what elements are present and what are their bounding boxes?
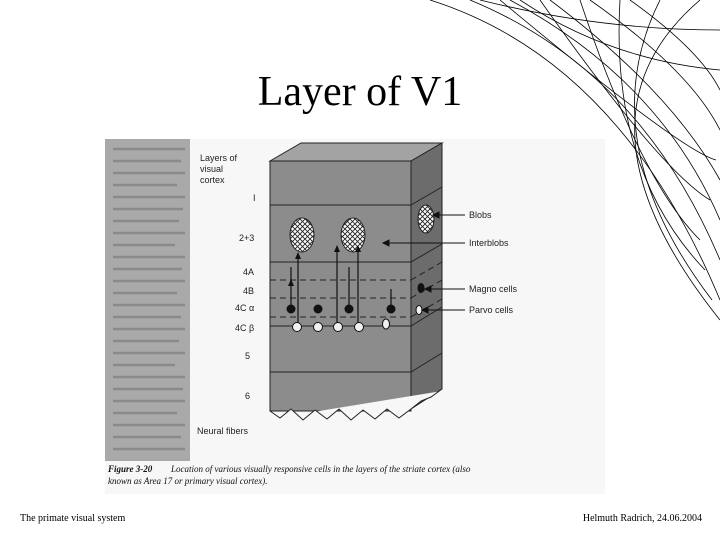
caption-line2: known as Area 17 or primary visual corte… [108, 476, 267, 486]
layers-header-line1: Layers of [200, 153, 238, 163]
footer-course-title: The primate visual system [20, 513, 125, 524]
blob-side [418, 205, 434, 233]
layer-label-4a: 4A [243, 267, 254, 277]
layer-label-23: 2+3 [239, 233, 254, 243]
layer-label-6: 6 [245, 391, 250, 401]
layers-header-line2: visual [200, 164, 223, 174]
callout-blobs: Blobs [469, 210, 492, 220]
slide-title: Layer of V1 [0, 68, 720, 116]
layer-label-4c-beta: 4C β [235, 323, 254, 333]
layers-header-line3: cortex [200, 175, 225, 185]
caption-line1: Location of various visually responsive … [170, 464, 471, 474]
v1-layers-figure: Layers of visual cortex I 2+3 4A 4B 4C α… [105, 139, 605, 494]
blob-2 [341, 218, 365, 252]
blob-1 [290, 218, 314, 252]
layer-label-1: I [253, 193, 256, 203]
callout-interblobs: Interblobs [469, 238, 509, 248]
layer-label-4b: 4B [243, 286, 254, 296]
callout-magno-cells: Magno cells [469, 284, 518, 294]
footer-author-date: Helmuth Radrich, 24.06.2004 [583, 513, 702, 524]
layer-label-5: 5 [245, 351, 250, 361]
neural-fibers-label: Neural fibers [197, 426, 249, 436]
layer-label-4c-alpha: 4C α [235, 303, 254, 313]
caption-label: Figure 3-20 [107, 464, 153, 474]
callout-parvo-cells: Parvo cells [469, 305, 514, 315]
